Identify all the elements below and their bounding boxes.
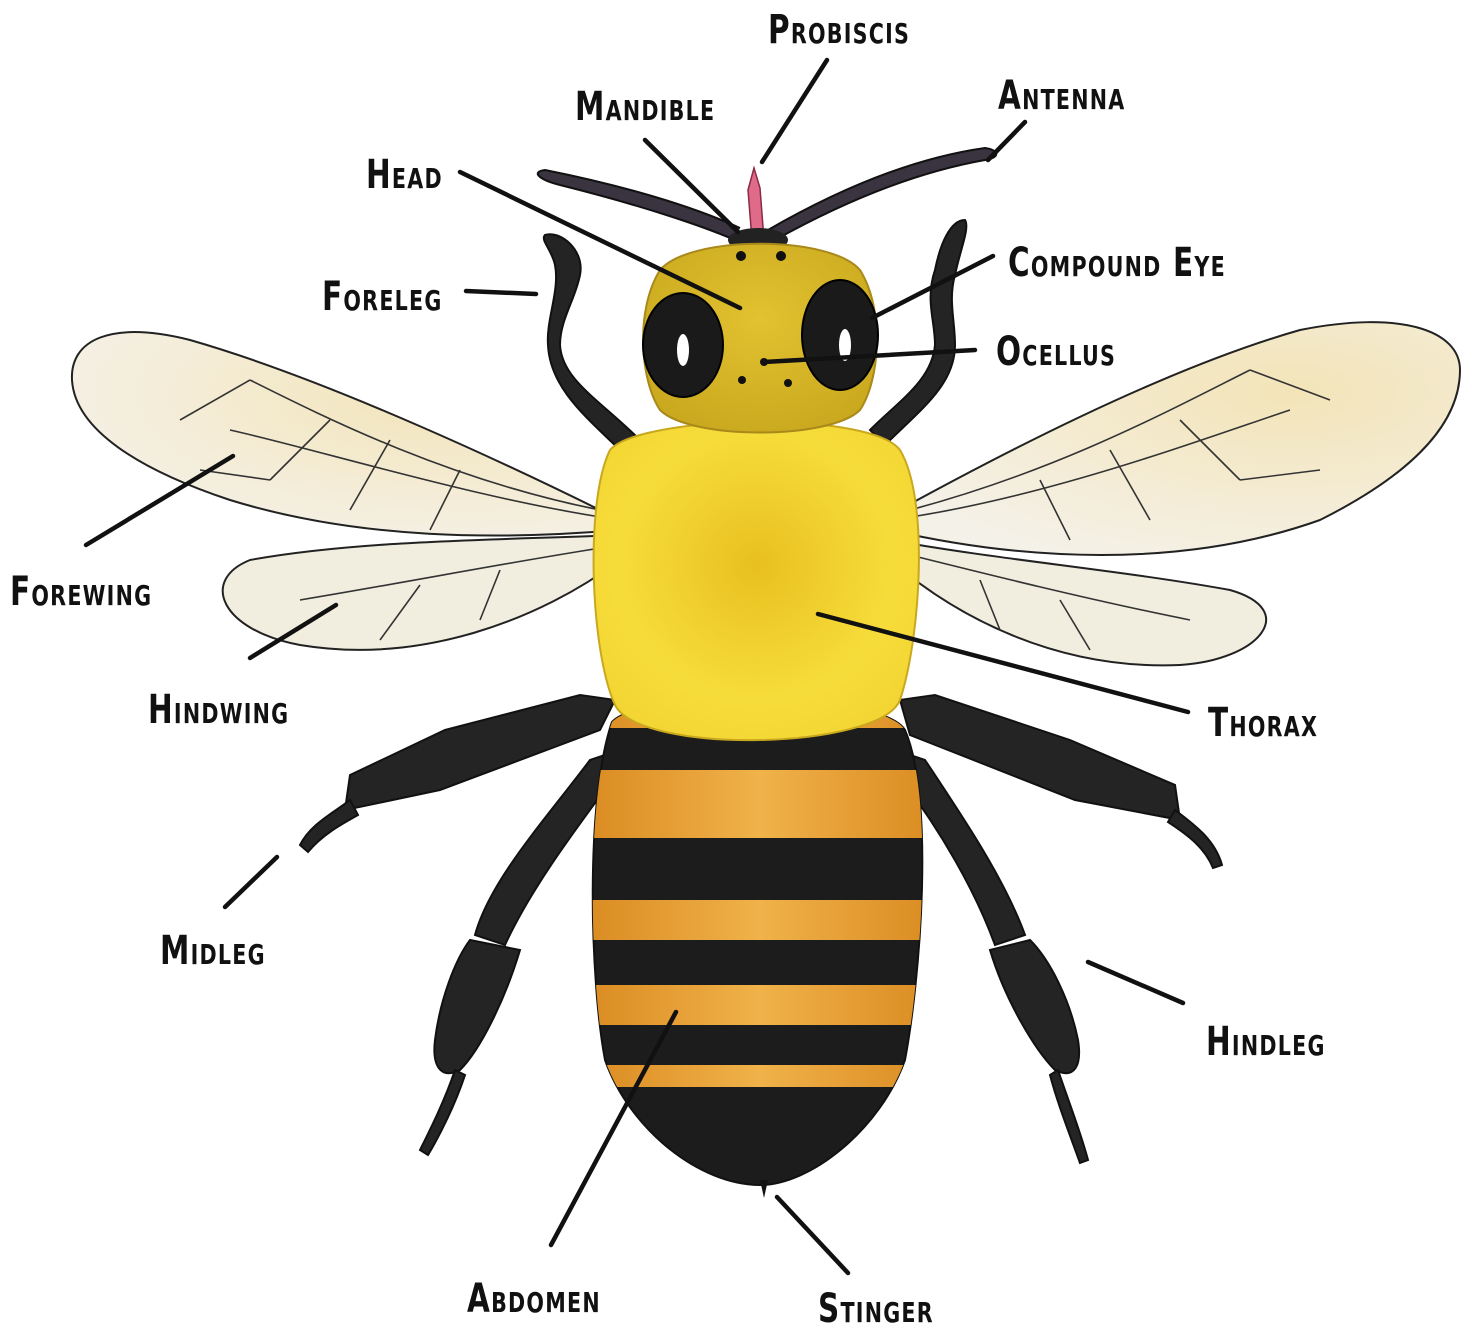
thorax <box>594 422 919 740</box>
label-mandible: Mandible <box>575 87 715 127</box>
forewing-right <box>890 322 1460 555</box>
label-midleg: Midleg <box>160 931 266 971</box>
hindwing-left <box>223 535 620 650</box>
abdomen <box>580 690 940 1198</box>
foreleg-left <box>544 234 640 455</box>
label-forewing: Forewing <box>10 572 152 612</box>
label-stinger: Stinger <box>818 1289 934 1329</box>
leader-foreleg <box>466 291 536 294</box>
label-hindwing: Hindwing <box>148 690 289 730</box>
label-head: Head <box>366 155 443 195</box>
leader-antenna <box>988 122 1025 160</box>
label-ocellus: Ocellus <box>996 332 1116 372</box>
leader-stinger <box>777 1197 848 1273</box>
head <box>643 244 878 433</box>
mouthparts <box>728 168 788 252</box>
hindleg-left <box>420 755 612 1155</box>
label-abdomen: Abdomen <box>467 1279 601 1319</box>
label-proboscis: Probiscis <box>768 10 910 50</box>
label-antenna: Antenna <box>998 76 1126 116</box>
leader-hindleg <box>1088 962 1183 1003</box>
leader-midleg <box>225 857 277 907</box>
hindleg-right <box>902 755 1088 1163</box>
label-compound-eye: Compound Eye <box>1008 243 1226 283</box>
label-hindleg: Hindleg <box>1206 1022 1326 1062</box>
leader-proboscis <box>762 60 827 162</box>
label-thorax: Thorax <box>1208 703 1318 743</box>
label-foreleg: Foreleg <box>322 277 443 317</box>
foreleg-right <box>870 220 966 445</box>
antennae <box>538 148 996 240</box>
